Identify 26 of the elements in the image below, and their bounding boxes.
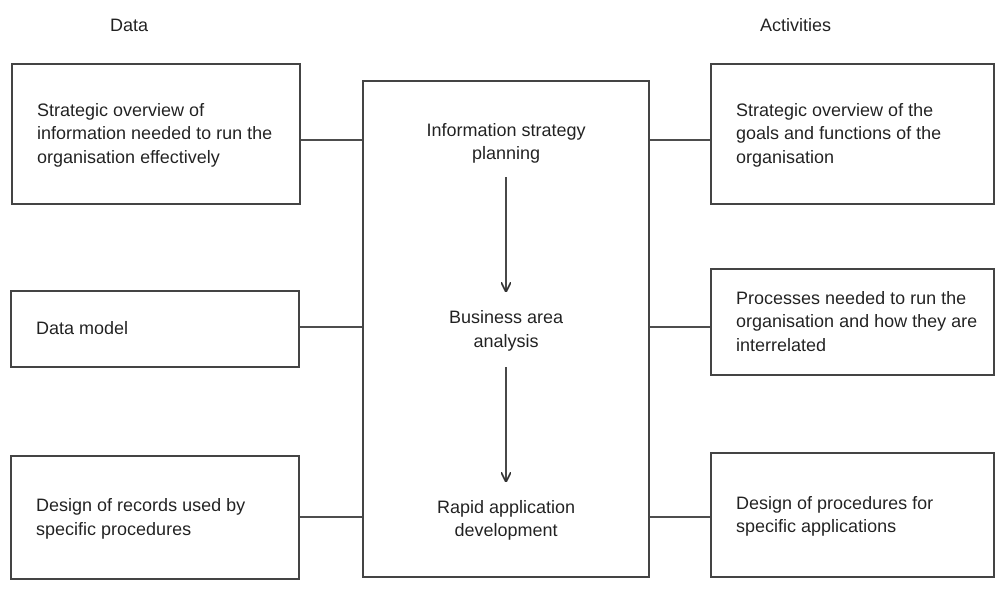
activity-box	[710, 63, 995, 205]
box-text: Strategic overview of the goals and functions of the organisation	[736, 98, 942, 169]
arrow	[500, 367, 512, 483]
data-box	[10, 290, 300, 368]
activity-box	[710, 452, 995, 578]
connector-line	[300, 516, 362, 518]
box-text: Data model	[36, 317, 128, 340]
stage-label: Information strategy planning	[425, 118, 587, 165]
box-text: Design of records used by specific procedures	[36, 494, 246, 541]
data-box	[11, 63, 301, 205]
stage-label: Business area analysis	[448, 306, 564, 353]
arrow	[500, 177, 512, 293]
box-text: Strategic overview of information needed to run the organisation effectively	[37, 98, 274, 169]
stage-label: Rapid application development	[436, 496, 576, 542]
connector-line	[301, 139, 362, 141]
column-heading: Data	[110, 15, 148, 36]
box-text: Processes needed to run the organisation and how they are interrelated	[736, 286, 978, 357]
box-text: Design of procedures for specific applications	[736, 492, 934, 538]
connector-line	[300, 326, 362, 328]
connector-line	[650, 326, 710, 328]
activity-box	[710, 268, 995, 376]
connector-line	[650, 516, 710, 518]
column-heading: Activities	[760, 15, 832, 36]
connector-line	[650, 139, 710, 141]
stage-frame	[362, 80, 650, 578]
data-box	[10, 455, 300, 580]
